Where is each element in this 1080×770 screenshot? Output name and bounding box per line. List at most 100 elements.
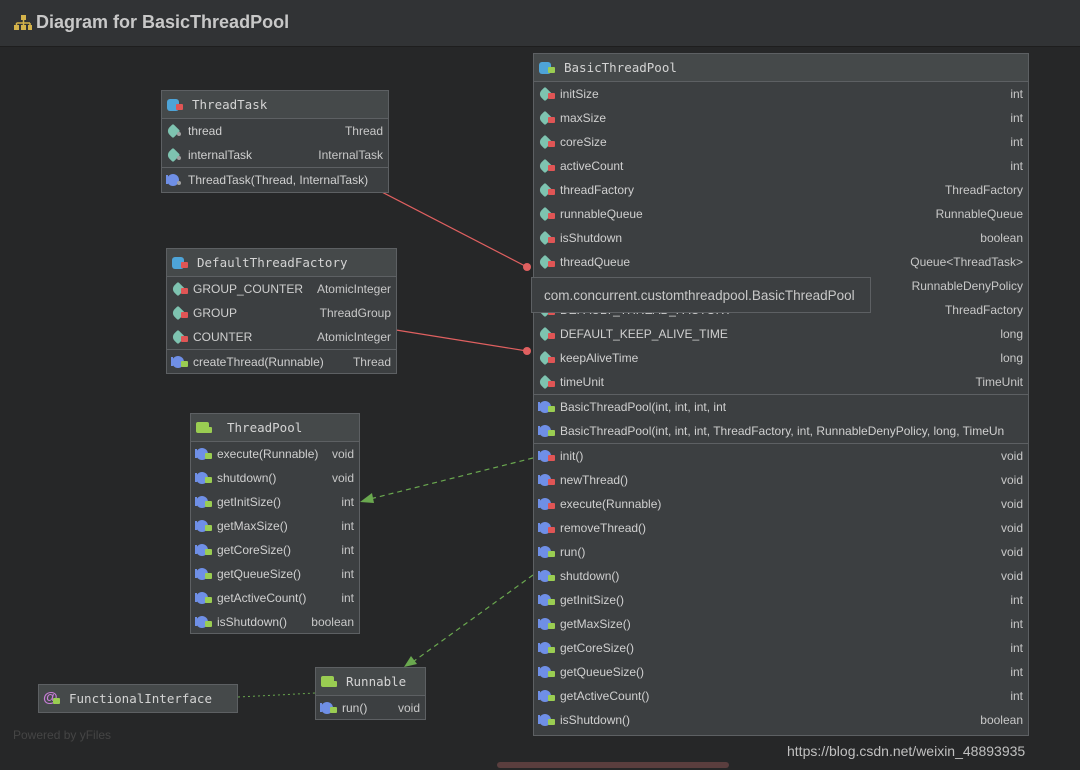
- method-row[interactable]: getQueueSize()int: [191, 562, 359, 586]
- method-icon: [538, 712, 560, 728]
- method-type: void: [331, 471, 354, 485]
- node-header: ThreadTask: [162, 91, 388, 119]
- field-icon: [537, 158, 560, 174]
- method-row[interactable]: run()void: [316, 696, 425, 720]
- field-type: Thread: [344, 124, 383, 138]
- field-type: AtomicInteger: [316, 282, 391, 296]
- method-type: int: [341, 495, 354, 509]
- method-name: shutdown(): [217, 471, 277, 485]
- method-row[interactable]: newThread()void: [534, 468, 1028, 492]
- method-row[interactable]: BasicThreadPool(int, int, int, ThreadFac…: [534, 419, 1028, 443]
- class-icon: [166, 97, 188, 113]
- field-name: maxSize: [560, 111, 607, 125]
- field-name: threadFactory: [560, 183, 635, 197]
- field-icon: [165, 147, 188, 163]
- method-row[interactable]: ThreadTask(Thread, InternalTask): [162, 168, 388, 192]
- diagram-title-bar: Diagram for BasicThreadPool: [0, 0, 1080, 47]
- annotation-icon: @: [43, 689, 65, 707]
- method-row[interactable]: getCoreSize()int: [191, 538, 359, 562]
- edge-basicthreadpool-implements-threadpool: [365, 457, 534, 501]
- method-row[interactable]: shutdown()void: [534, 564, 1028, 588]
- method-type: void: [1000, 473, 1023, 487]
- field-type: long: [1000, 351, 1023, 365]
- field-name: internalTask: [188, 148, 253, 162]
- method-row[interactable]: getCoreSize()int: [534, 636, 1028, 660]
- horizontal-scrollbar[interactable]: [497, 762, 729, 768]
- method-type: Thread: [352, 355, 391, 369]
- credit-text: https://blog.csdn.net/weixin_48893935: [787, 743, 1026, 759]
- method-row[interactable]: getMaxSize()int: [191, 514, 359, 538]
- method-name: getMaxSize(): [217, 519, 288, 533]
- class-icon: [171, 255, 193, 271]
- method-row[interactable]: init()void: [534, 444, 1028, 468]
- method-row[interactable]: getMaxSize()int: [534, 612, 1028, 636]
- method-type: void: [1000, 449, 1023, 463]
- method-name: BasicThreadPool(int, int, int, ThreadFac…: [560, 424, 1005, 438]
- node-runnable[interactable]: Runnable run()void: [315, 667, 426, 720]
- method-icon: [171, 354, 193, 370]
- method-row[interactable]: getActiveCount()int: [191, 586, 359, 610]
- field-name: initSize: [560, 87, 599, 101]
- field-icon: [537, 86, 560, 102]
- method-row[interactable]: getActiveCount()int: [534, 684, 1028, 708]
- method-row[interactable]: run()void: [534, 540, 1028, 564]
- qualified-name-tooltip: com.concurrent.customthreadpool.BasicThr…: [531, 277, 871, 313]
- field-type: TimeUnit: [975, 375, 1023, 389]
- node-header: @ FunctionalInterface: [39, 685, 237, 712]
- method-row[interactable]: removeThread()void: [534, 516, 1028, 540]
- method-row[interactable]: getQueueSize()int: [534, 660, 1028, 684]
- method-type: int: [341, 543, 354, 557]
- field-name: thread: [188, 124, 223, 138]
- field-row[interactable]: timeUnit TimeUnit: [534, 370, 1028, 394]
- field-name: COUNTER: [193, 330, 253, 344]
- method-icon: [538, 688, 560, 704]
- method-row[interactable]: isShutdown()boolean: [191, 610, 359, 634]
- field-row[interactable]: internalTask InternalTask: [162, 143, 388, 167]
- method-icon: [538, 640, 560, 656]
- method-row[interactable]: createThread(Runnable)Thread: [167, 350, 396, 374]
- method-row[interactable]: shutdown() void: [191, 466, 359, 490]
- edge-factory-endpoint: [523, 347, 531, 355]
- diagram-title: Diagram for BasicThreadPool: [36, 12, 290, 32]
- field-name: DEFAULT_KEEP_ALIVE_TIME: [560, 327, 728, 341]
- method-row[interactable]: getInitSize()int: [534, 588, 1028, 612]
- field-name: isShutdown: [560, 231, 623, 245]
- method-row[interactable]: getInitSize()int: [191, 490, 359, 514]
- field-icon: [537, 230, 560, 246]
- field-type: InternalTask: [318, 148, 383, 162]
- field-type: int: [1010, 111, 1023, 125]
- method-icon: [538, 472, 560, 488]
- field-icon: [170, 281, 193, 297]
- node-threadtask[interactable]: ThreadTask thread Thread internalTask Inte…: [161, 90, 389, 193]
- method-row[interactable]: isShutdown()boolean: [534, 708, 1028, 732]
- field-row[interactable]: maxSize int: [534, 106, 1028, 130]
- node-functionalinterface[interactable]: @ FunctionalInterface: [38, 684, 238, 713]
- method-row[interactable]: execute(Runnable)void: [534, 492, 1028, 516]
- class-icon: [538, 60, 560, 76]
- method-name: getActiveCount(): [217, 591, 307, 605]
- method-row[interactable]: execute(Runnable)void: [191, 442, 359, 466]
- method-name: BasicThreadPool(int, int, int, int: [560, 400, 727, 414]
- field-name: timeUnit: [560, 375, 605, 389]
- node-header: ThreadPool: [191, 414, 359, 442]
- node-title: BasicThreadPool: [564, 60, 677, 75]
- method-row[interactable]: BasicThreadPool(int, int, int, int: [534, 395, 1028, 419]
- field-icon: [170, 329, 193, 345]
- method-icon: [538, 592, 560, 608]
- field-row[interactable]: thread Thread: [162, 119, 388, 143]
